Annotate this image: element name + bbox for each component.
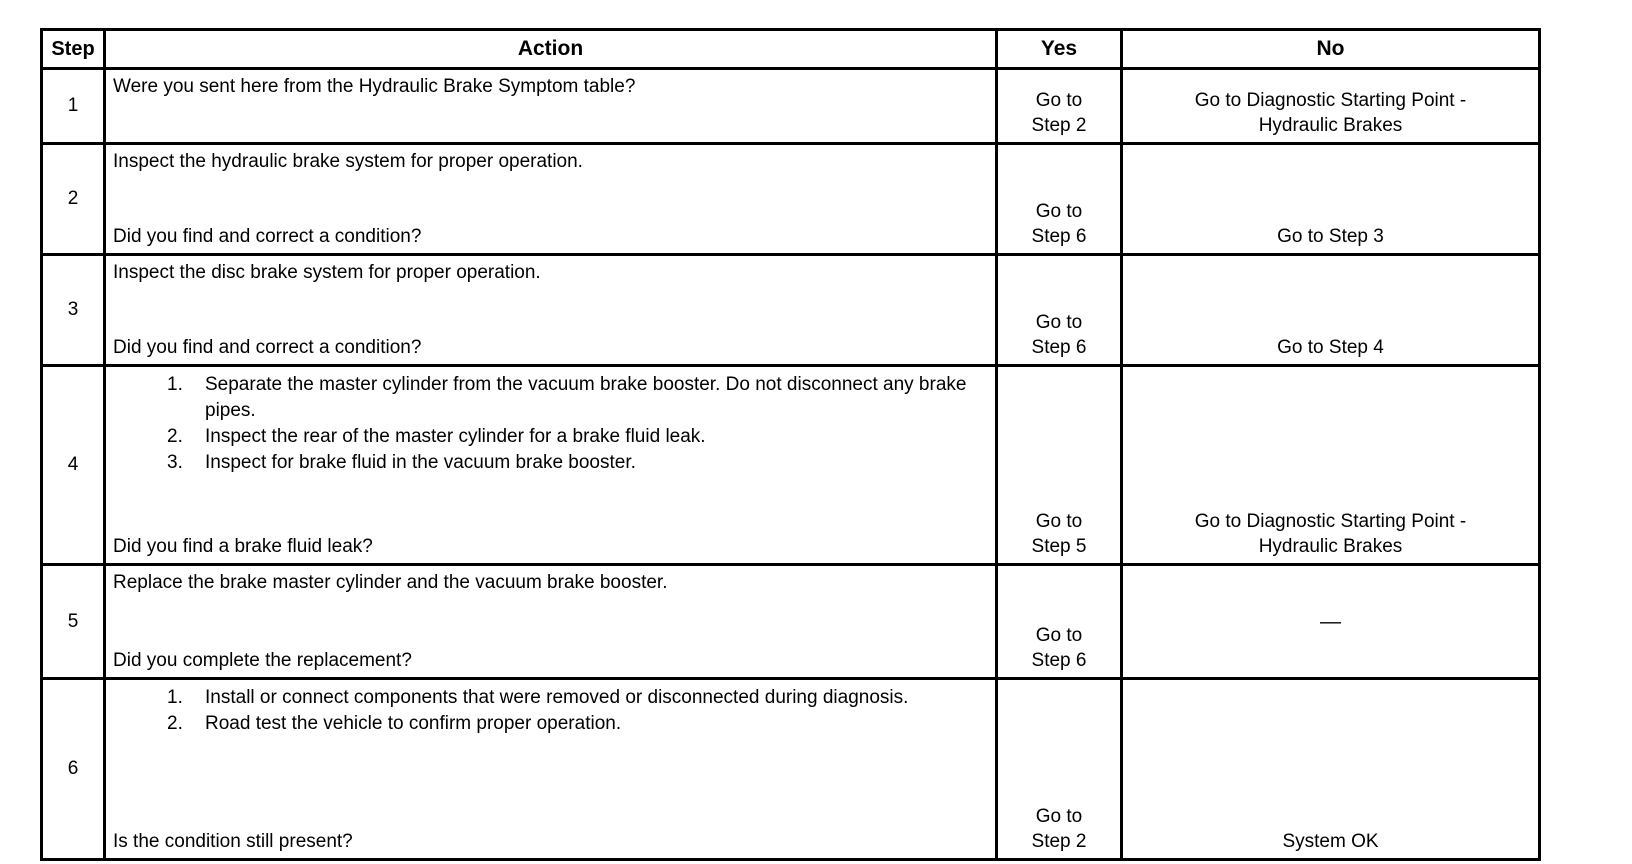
no-cell: System OK <box>1120 677 1541 861</box>
action-cell: Inspect the disc brake system for proper… <box>103 253 998 367</box>
yes-cell: Go to Step 6 <box>995 253 1123 367</box>
table-row: 3 Inspect the disc brake system for prop… <box>40 253 1541 367</box>
no-line-1: Go to Step 4 <box>1277 337 1384 358</box>
diagnostic-steps-table: Step Action Yes No 1 Were you sent here … <box>40 28 1541 861</box>
yes-line-1: Go to <box>1035 625 1083 646</box>
column-header-step: Step <box>40 28 106 70</box>
table-row: 6 1. Install or connect components that … <box>40 677 1541 861</box>
yes-line-1: Go to <box>1035 312 1083 333</box>
yes-line-2: Step 6 <box>1031 650 1087 671</box>
action-step-list: 1. Install or connect components that we… <box>113 685 989 737</box>
list-item-text: Separate the master cylinder from the va… <box>205 374 967 421</box>
column-header-no: No <box>1120 28 1541 70</box>
no-line-1: System OK <box>1282 831 1379 852</box>
table-row: 5 Replace the brake master cylinder and … <box>40 563 1541 680</box>
list-item-number: 2. <box>167 713 183 734</box>
action-cell: Replace the brake master cylinder and th… <box>103 563 998 680</box>
yes-cell: Go to Step 6 <box>995 142 1123 256</box>
action-question-text: Is the condition still present? <box>113 831 353 852</box>
step-number: 3 <box>40 253 106 367</box>
list-item-number: 1. <box>167 687 183 708</box>
no-line-1: Go to Diagnostic Starting Point - <box>1194 511 1467 532</box>
action-cell: Were you sent here from the Hydraulic Br… <box>103 67 998 145</box>
yes-line-2: Step 5 <box>1031 536 1087 557</box>
yes-line-2: Step 2 <box>1031 831 1087 852</box>
action-question-text: Did you find a brake fluid leak? <box>113 536 373 557</box>
list-item-text: Install or connect components that were … <box>205 687 909 708</box>
column-header-yes: Yes <box>995 28 1123 70</box>
action-lead-text: Inspect the hydraulic brake system for p… <box>113 151 583 172</box>
no-line-1: Go to Step 3 <box>1277 226 1384 247</box>
step-number: 2 <box>40 142 106 256</box>
yes-line-1: Go to <box>1035 806 1083 827</box>
yes-line-1: Go to <box>1035 511 1083 532</box>
yes-line-2: Step 6 <box>1031 337 1087 358</box>
list-item: 2. Road test the vehicle to confirm prop… <box>113 711 989 737</box>
no-line-2: Hydraulic Brakes <box>1258 536 1403 557</box>
action-question-text: Did you complete the replacement? <box>113 650 412 671</box>
list-item-number: 3. <box>167 452 183 473</box>
action-question-text: Did you find and correct a condition? <box>113 337 422 358</box>
list-item-text: Road test the vehicle to confirm proper … <box>205 713 622 734</box>
yes-line-1: Go to <box>1035 90 1083 111</box>
step-number: 5 <box>40 563 106 680</box>
yes-cell: Go to Step 2 <box>995 677 1123 861</box>
list-item-text: Inspect the rear of the master cylinder … <box>205 426 706 447</box>
action-cell: Inspect the hydraulic brake system for p… <box>103 142 998 256</box>
table-row: 2 Inspect the hydraulic brake system for… <box>40 142 1541 256</box>
list-item-number: 1. <box>167 374 183 395</box>
no-cell: — <box>1120 563 1541 680</box>
table-row: 1 Were you sent here from the Hydraulic … <box>40 67 1541 145</box>
yes-line-2: Step 2 <box>1031 115 1087 136</box>
list-item: 1. Separate the master cylinder from the… <box>113 372 989 424</box>
table-header-row: Step Action Yes No <box>40 28 1541 70</box>
no-line-1: — <box>1320 610 1341 633</box>
action-lead-text: Were you sent here from the Hydraulic Br… <box>113 76 636 97</box>
yes-line-1: Go to <box>1035 201 1083 222</box>
list-item: 3. Inspect for brake fluid in the vacuum… <box>113 450 989 476</box>
yes-cell: Go to Step 6 <box>995 563 1123 680</box>
no-cell: Go to Diagnostic Starting Point - Hydrau… <box>1120 364 1541 566</box>
list-item: 2. Inspect the rear of the master cylind… <box>113 424 989 450</box>
action-lead-text: Inspect the disc brake system for proper… <box>113 262 541 283</box>
action-question-text: Did you find and correct a condition? <box>113 226 422 247</box>
column-header-action: Action <box>103 28 998 70</box>
action-cell: 1. Separate the master cylinder from the… <box>103 364 998 566</box>
action-step-list: 1. Separate the master cylinder from the… <box>113 372 989 476</box>
table-row: 4 1. Separate the master cylinder from t… <box>40 364 1541 566</box>
no-cell: Go to Step 4 <box>1120 253 1541 367</box>
list-item: 1. Install or connect components that we… <box>113 685 989 711</box>
no-cell: Go to Diagnostic Starting Point - Hydrau… <box>1120 67 1541 145</box>
yes-cell: Go to Step 5 <box>995 364 1123 566</box>
no-line-2: Hydraulic Brakes <box>1258 115 1403 136</box>
no-line-1: Go to Diagnostic Starting Point - <box>1194 90 1467 111</box>
step-number: 4 <box>40 364 106 566</box>
action-lead-text: Replace the brake master cylinder and th… <box>113 572 668 593</box>
step-number: 6 <box>40 677 106 861</box>
yes-line-2: Step 6 <box>1031 226 1087 247</box>
no-cell: Go to Step 3 <box>1120 142 1541 256</box>
list-item-text: Inspect for brake fluid in the vacuum br… <box>205 452 636 473</box>
list-item-number: 2. <box>167 426 183 447</box>
step-number: 1 <box>40 67 106 145</box>
action-cell: 1. Install or connect components that we… <box>103 677 998 861</box>
yes-cell: Go to Step 2 <box>995 67 1123 145</box>
